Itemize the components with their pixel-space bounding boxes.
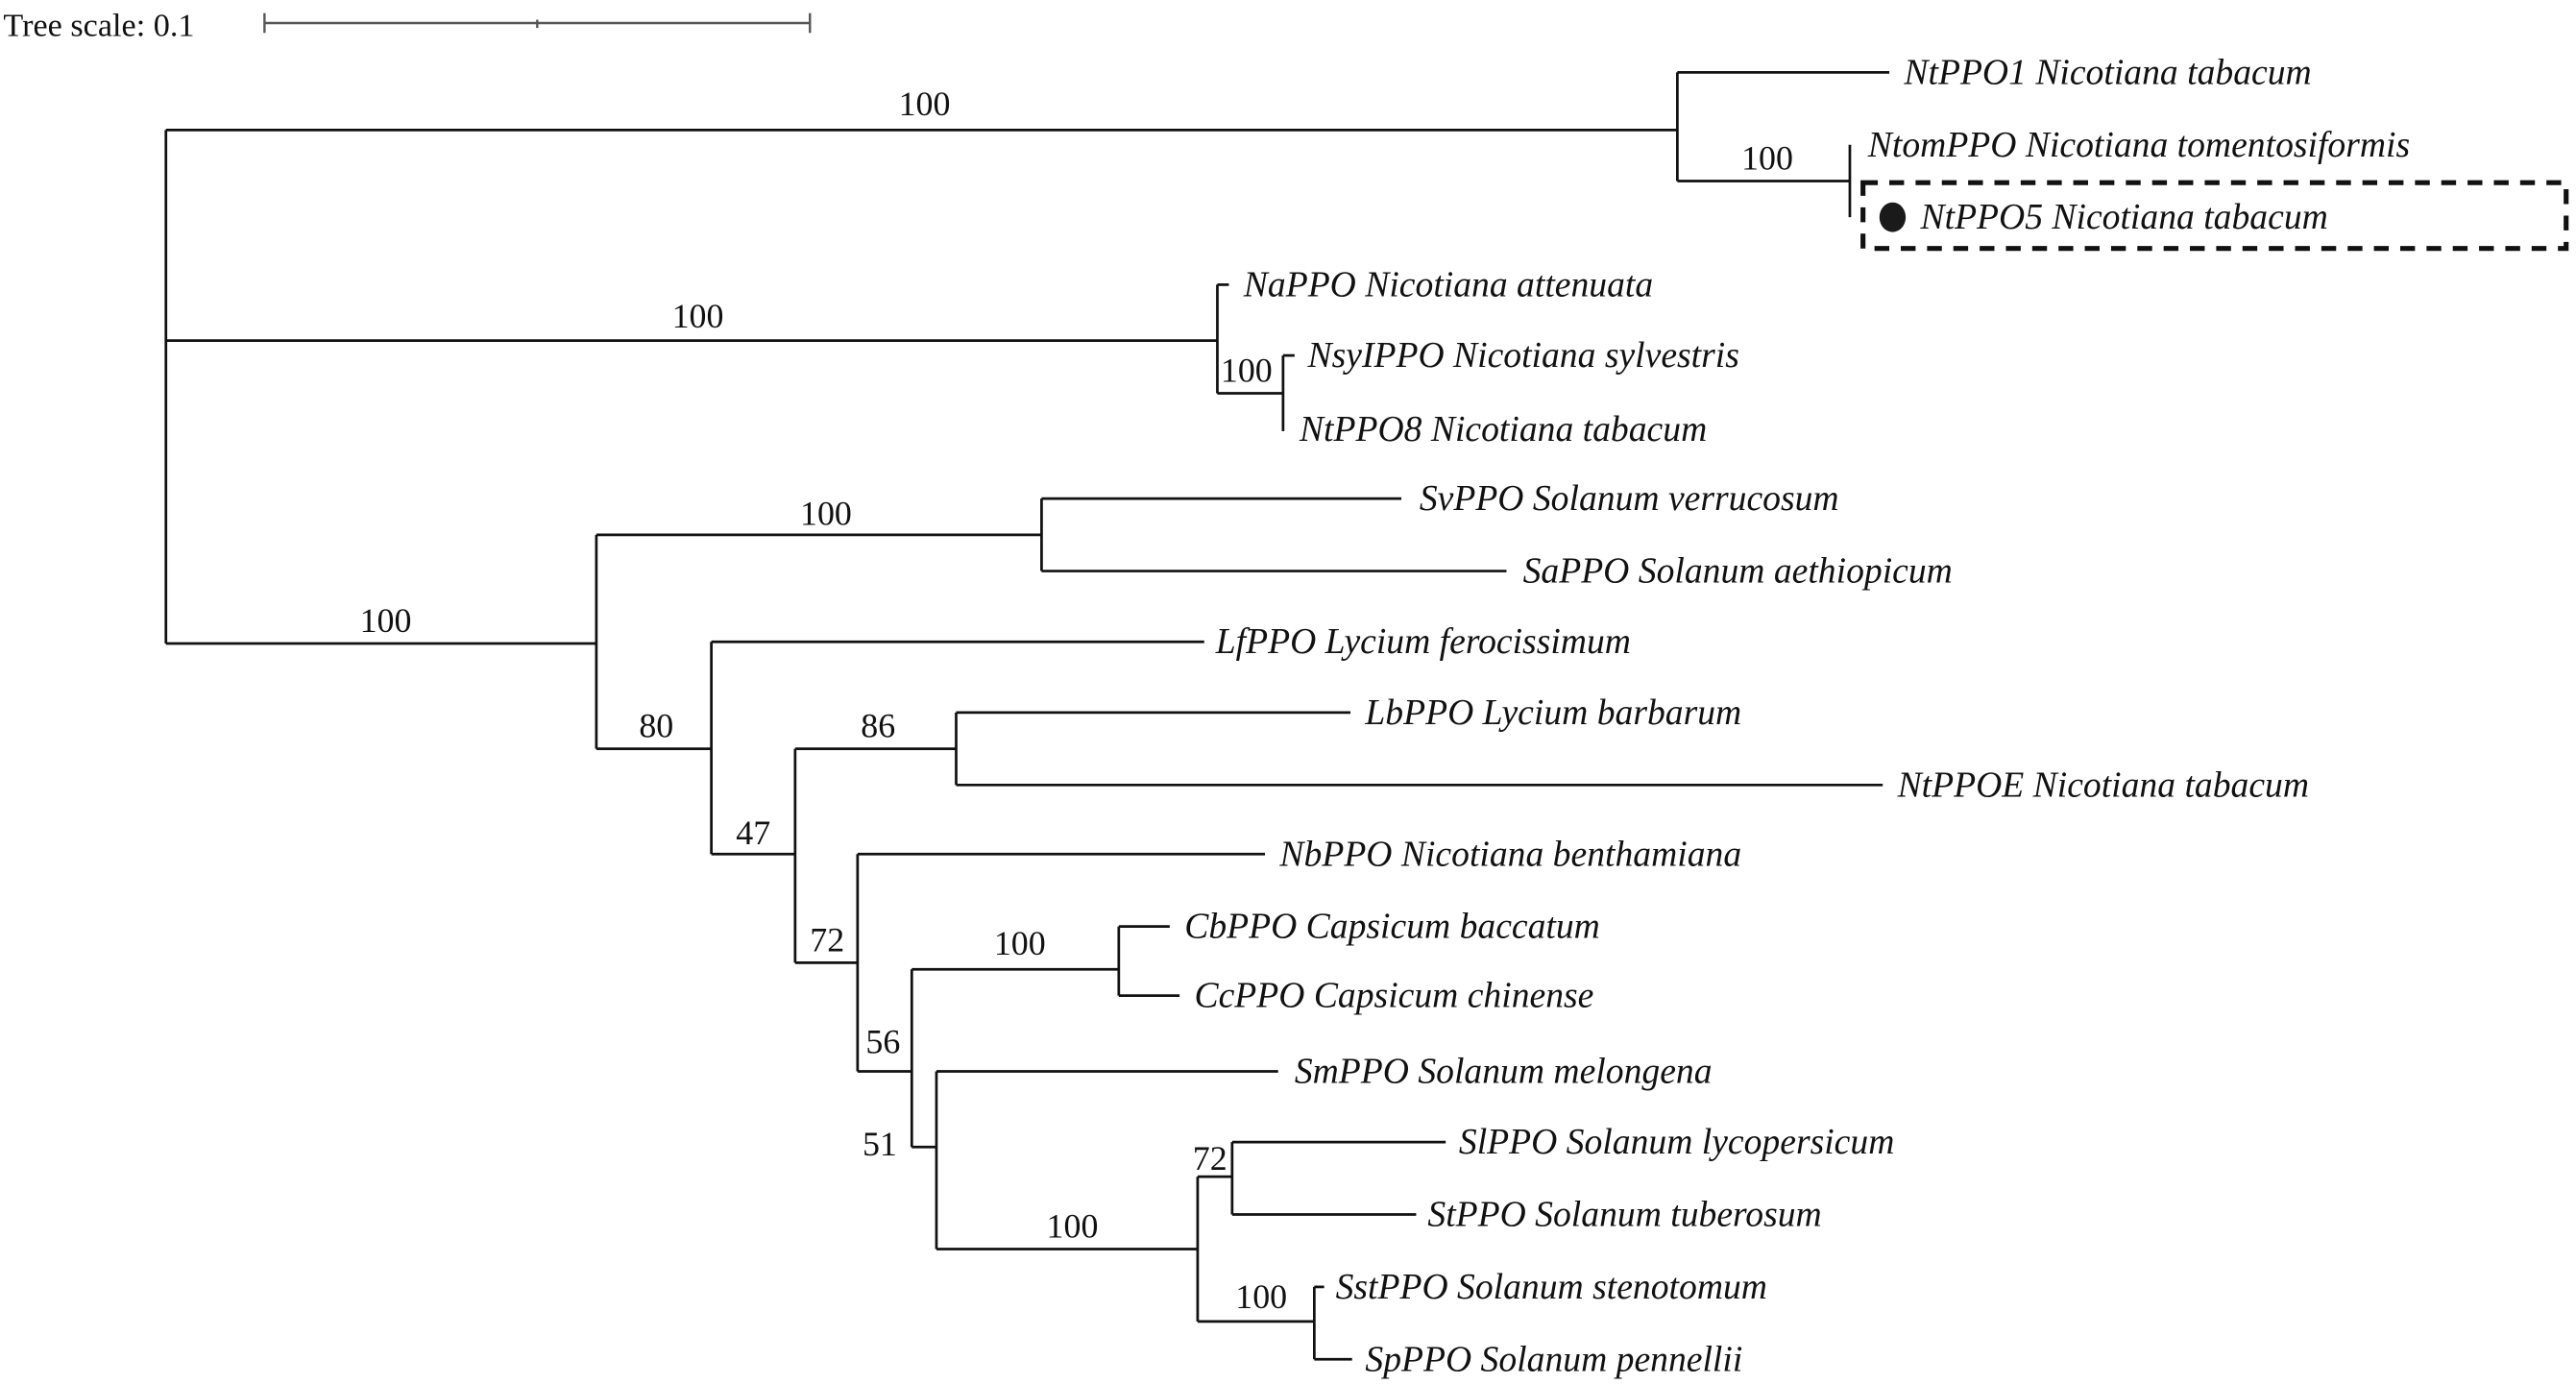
leaf-label: NtPPO8 Nicotiana tabacum — [1299, 409, 1707, 449]
bootstrap-value: 80 — [639, 707, 673, 745]
leaf-label: SvPPO Solanum verrucosum — [1420, 478, 1839, 519]
leaf-label: NtPPOE Nicotiana tabacum — [1897, 765, 2309, 805]
tree-edges — [164, 71, 1890, 1361]
bootstrap-value: 100 — [1235, 1277, 1287, 1316]
bootstrap-value: 72 — [1193, 1139, 1227, 1178]
leaf-label: NtPPO5 Nicotiana tabacum — [1920, 197, 2328, 237]
leaf-label: SstPPO Solanum stenotomum — [1336, 1267, 1767, 1307]
leaf-label: SmPPO Solanum melongena — [1295, 1051, 1713, 1091]
highlight-box — [1860, 180, 2569, 252]
leaf-label: NtPPO1 Nicotiana tabacum — [1903, 52, 2311, 92]
leaf-label: LbPPO Lycium barbarum — [1364, 692, 1741, 733]
leaf-label: CbPPO Capsicum baccatum — [1184, 907, 1600, 947]
bootstrap-value: 100 — [672, 297, 724, 335]
leaf-label: SlPPO Solanum lycopersicum — [1459, 1122, 1894, 1162]
leaf-label: NaPPO Nicotiana attenuata — [1243, 264, 1653, 304]
bootstrap-value: 47 — [736, 813, 770, 852]
leaf-label: LfPPO Lycium ferocissimum — [1215, 621, 1631, 662]
bootstrap-value: 100 — [360, 601, 412, 640]
bootstrap-value: 86 — [861, 707, 895, 745]
tree-scale-label: Tree scale: 0.1 — [3, 8, 194, 44]
bootstrap-value: 51 — [863, 1125, 897, 1163]
bootstrap-value: 56 — [865, 1023, 900, 1061]
bootstrap-value: 100 — [800, 495, 852, 533]
leaf-label: SpPPO Solanum pennellii — [1365, 1339, 1742, 1379]
bootstrap-value: 72 — [810, 920, 844, 959]
leaf-label: StPPO Solanum tuberosum — [1427, 1194, 1821, 1234]
leaf-label: CcPPO Capsicum chinense — [1195, 976, 1594, 1016]
leaf-label: NsyIPPO Nicotiana sylvestris — [1307, 335, 1739, 376]
leaf-label: NtomPPO Nicotiana tomentosiformis — [1867, 125, 2410, 165]
tree-scale-bar — [263, 12, 812, 34]
leaf-label: SaPPO Solanum aethiopicum — [1523, 551, 1953, 592]
bootstrap-value: 100 — [1221, 351, 1273, 389]
bootstrap-value: 100 — [994, 924, 1046, 962]
bootstrap-value: 100 — [899, 85, 951, 123]
bootstrap-value: 100 — [1047, 1206, 1099, 1245]
bootstrap-value: 100 — [1741, 138, 1793, 177]
leaf-label: NbPPO Nicotiana benthamiana — [1278, 834, 1741, 874]
filled-circle-icon — [1879, 202, 1907, 232]
